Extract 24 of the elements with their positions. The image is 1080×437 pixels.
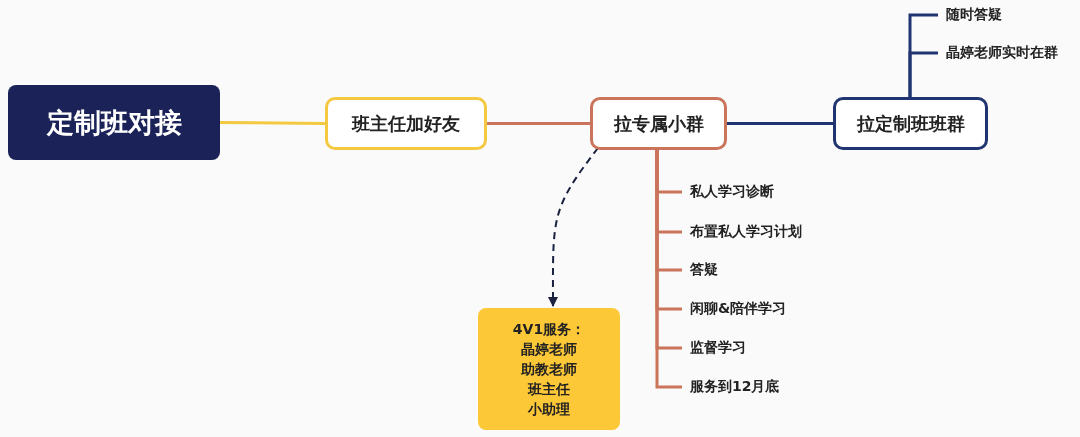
card-text: 班主任 [528, 380, 570, 399]
branch-label: 晶婷老师实时在群 [938, 42, 1058, 64]
connector-line [220, 121, 325, 125]
dashed-arrow [548, 147, 599, 307]
connector-line [908, 51, 938, 97]
connector-line [487, 122, 590, 125]
branch-label: 布置私人学习计划 [682, 221, 802, 243]
card-text: 小助理 [528, 400, 570, 419]
branch-label: 服务到12月底 [682, 376, 780, 398]
connector-line [655, 150, 682, 389]
branch-label: 私人学习诊断 [682, 181, 774, 203]
process-box: 拉专属小群 [590, 97, 727, 150]
card-text: 助教老师 [521, 360, 577, 379]
card-heading: 4V1服务： [512, 320, 586, 339]
process-box: 拉定制班班群 [833, 97, 988, 150]
branch-label: 答疑 [682, 259, 718, 281]
connector-line [727, 122, 833, 125]
service-card [478, 308, 620, 430]
branch-label: 监督学习 [682, 337, 746, 359]
branch-label: 闲聊&陪伴学习 [682, 298, 787, 320]
process-box: 班主任加好友 [325, 97, 487, 150]
card-text: 晶婷老师 [521, 340, 577, 359]
branch-label: 随时答疑 [938, 4, 1002, 26]
topic-box: 定制班对接 [8, 85, 220, 160]
